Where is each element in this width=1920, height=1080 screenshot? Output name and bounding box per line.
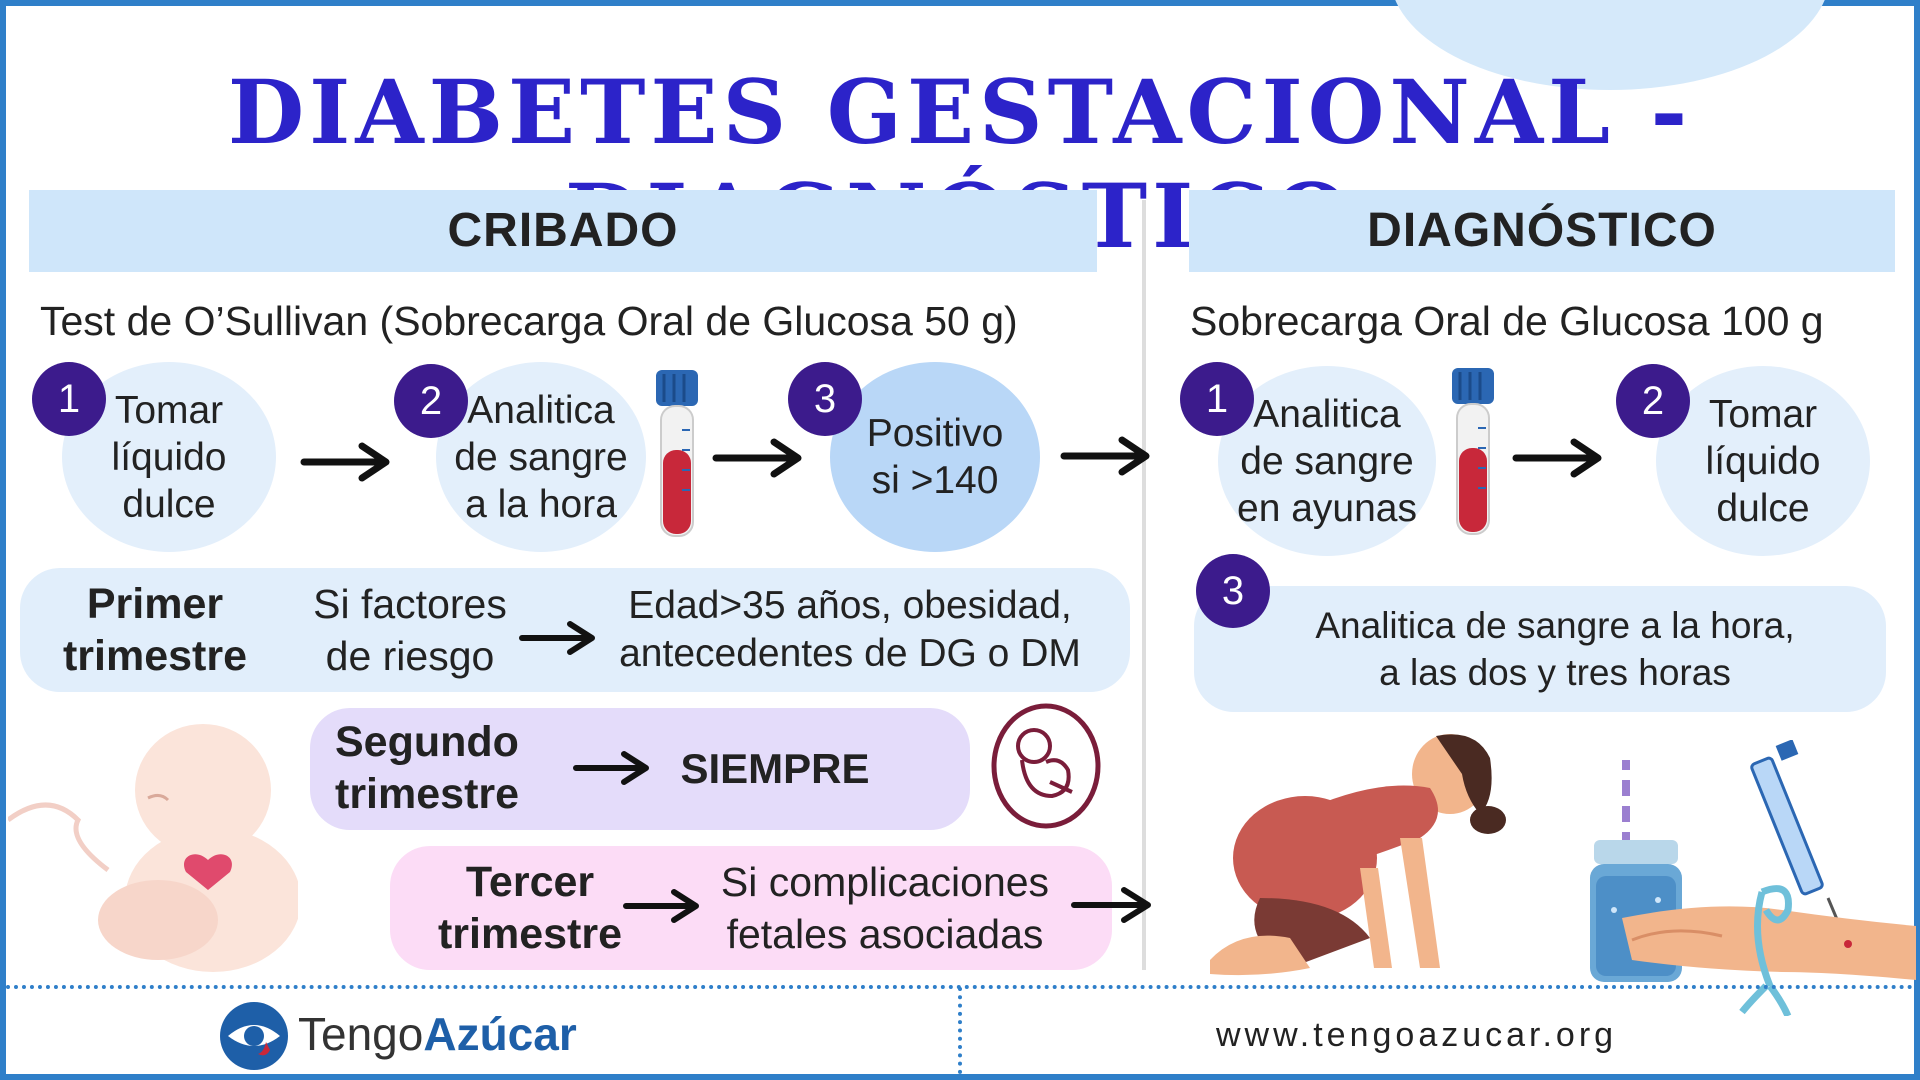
logo-text-part1: Tengo [298, 1008, 424, 1060]
footer-logo[interactable]: TengoAzúcar [298, 1007, 577, 1061]
arrow-right-icon [519, 621, 595, 655]
trimester-result: SIEMPRE [680, 745, 870, 792]
step-text: a las dos y tres horas [1379, 652, 1731, 693]
fetus-icon [991, 703, 1101, 829]
trimester-result: Edad>35 años, obesidad, antecedentes de D… [590, 582, 1110, 678]
step-text: líquido [111, 435, 227, 479]
arrow-right-icon [573, 751, 649, 785]
blood-tube-icon [1452, 368, 1494, 535]
footer-vertical-divider [958, 987, 962, 1074]
section-divider [1142, 200, 1146, 970]
trimester-result: Si complicaciones fetales asociadas [690, 856, 1080, 960]
step-text: de sangre [454, 435, 628, 479]
arrow-right-icon [1512, 438, 1602, 478]
trimester-label-line: Primer [86, 580, 224, 628]
blood-tube-icon [656, 370, 698, 537]
baby-icon [8, 724, 298, 972]
cribado-subtitle: Test de O’Sullivan (Sobrecarga Oral de G… [40, 298, 1018, 344]
pregnant-woman-icon [1210, 734, 1506, 976]
trimester-label-line: Segundo [335, 718, 519, 766]
step-text: en ayunas [1237, 486, 1417, 530]
step-text: si >140 [871, 459, 999, 502]
step-number-badge: 3 [1196, 554, 1270, 628]
footer-url-link[interactable]: www.tengoazucar.org [1216, 1016, 1618, 1054]
logo-text-part2: Azúcar [423, 1008, 577, 1060]
trimester-label-line: Tercer [465, 858, 595, 906]
step-text: Positivo [866, 412, 1004, 455]
condition-line: Si factores [313, 581, 507, 627]
step-number-badge: 2 [394, 364, 468, 438]
condition-line: de riesgo [325, 633, 495, 679]
step-text: líquido [1705, 439, 1821, 483]
diagnostico-header: DIAGNÓSTICO [1189, 190, 1895, 272]
arrow-right-icon [300, 442, 390, 482]
trimester-label-line: trimestre [335, 770, 520, 818]
arrow-right-icon [712, 438, 802, 478]
result-line: fetales asociadas [726, 911, 1044, 957]
result-line: antecedentes de DG o DM [619, 632, 1081, 675]
trimester-condition: Si factores de riesgo [290, 578, 530, 682]
step-number-badge: 3 [788, 362, 862, 436]
step-text: de sangre [1240, 439, 1414, 483]
tercer-trimestre-row [390, 846, 1112, 970]
eye-logo-icon [220, 1002, 288, 1070]
arrow-right-icon [1060, 436, 1150, 476]
trimester-label-line: trimestre [62, 632, 248, 680]
step-text: dulce [1716, 486, 1810, 530]
cribado-header: CRIBADO [29, 190, 1097, 272]
arrow-right-icon [1071, 887, 1151, 923]
diagnostico-subtitle: Sobrecarga Oral de Glucosa 100 g [1190, 298, 1824, 344]
step-text: dulce [122, 482, 216, 526]
step-text: Tomar [114, 388, 224, 432]
step-number-badge: 2 [1616, 364, 1690, 438]
step-text: Analitica [467, 388, 615, 432]
diagnostico-step-3 [1194, 586, 1886, 712]
diagnostico-step-3-text: Analitica de sangre a la hora, a las dos … [1230, 602, 1880, 696]
step-text: Analitica de sangre a la hora, [1315, 605, 1795, 646]
step-number-badge: 1 [32, 362, 106, 436]
trimester-label-line: trimestre [437, 910, 623, 958]
step-text: Analitica [1253, 392, 1401, 436]
step-number-badge: 1 [1180, 362, 1254, 436]
arrow-right-icon [623, 889, 699, 923]
result-line: Edad>35 años, obesidad, [628, 584, 1072, 627]
result-line: Si complicaciones [720, 859, 1050, 905]
step-text: a la hora [465, 482, 617, 526]
step-text: Tomar [1708, 392, 1818, 436]
syringe-icon [1622, 740, 1916, 1016]
